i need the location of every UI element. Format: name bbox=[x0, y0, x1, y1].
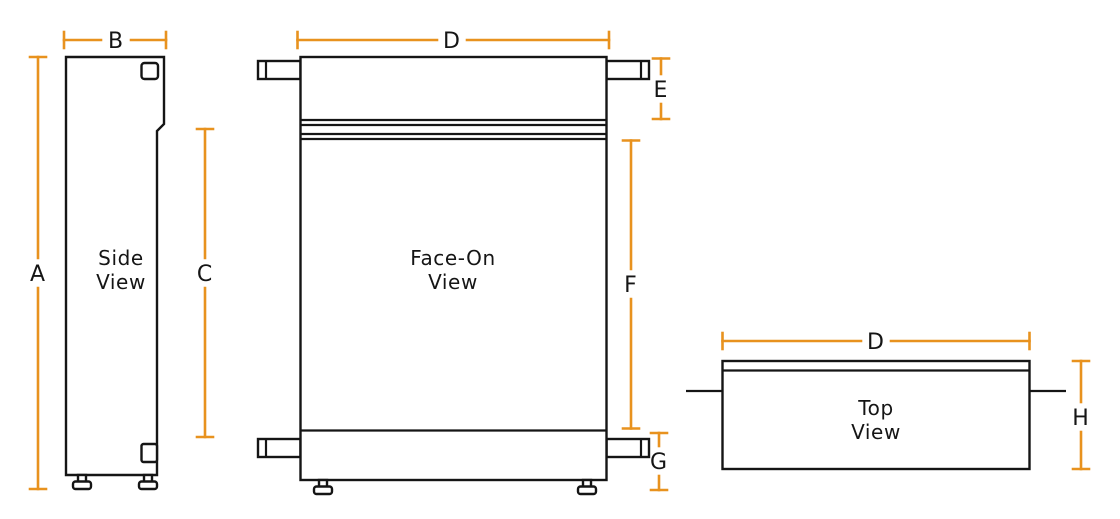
top-view-body bbox=[721, 359, 1031, 471]
dimension-label-c: C bbox=[197, 262, 213, 287]
top-view-title-line1: Top bbox=[857, 396, 894, 420]
dimension-label-d-face: D bbox=[443, 29, 461, 54]
dimension-label-a: A bbox=[30, 262, 46, 287]
side-view-drawing bbox=[64, 55, 166, 491]
face-on-view-title-line2: View bbox=[428, 270, 478, 294]
face-top-right-tab bbox=[605, 59, 651, 81]
dimension-label-f: F bbox=[624, 273, 638, 298]
dimension-label-d-top: D bbox=[867, 330, 885, 355]
face-bottom-left-tab bbox=[256, 437, 302, 459]
face-view-body bbox=[299, 55, 608, 482]
top-view: Top View D H bbox=[686, 330, 1091, 471]
dimension-h: H bbox=[1071, 359, 1091, 471]
dimension-label-h: H bbox=[1072, 406, 1090, 431]
dimension-c: C bbox=[195, 127, 215, 439]
face-top-left-tab bbox=[256, 59, 302, 81]
face-right-foot bbox=[576, 478, 598, 496]
dimension-label-b: B bbox=[108, 29, 124, 54]
face-left-foot bbox=[312, 478, 334, 496]
dimension-label-g: G bbox=[650, 450, 668, 475]
dimension-e: E bbox=[651, 57, 671, 121]
face-bottom-right-tab bbox=[605, 437, 651, 459]
side-view: Side View A B C bbox=[28, 29, 215, 491]
side-top-bracket-icon bbox=[140, 61, 160, 81]
face-on-view: Face-On View D E F bbox=[256, 29, 671, 496]
face-on-view-drawing bbox=[256, 55, 651, 496]
dimension-f: F bbox=[621, 139, 641, 430]
side-left-foot bbox=[71, 473, 93, 491]
top-view-title-line2: View bbox=[851, 420, 901, 444]
dimension-a: A bbox=[28, 55, 48, 491]
side-view-title-line1: Side bbox=[98, 246, 144, 270]
face-top-rails bbox=[300, 118, 607, 141]
dimension-b: B bbox=[62, 29, 168, 54]
dimension-d-top: D bbox=[721, 330, 1031, 355]
side-view-title-line2: View bbox=[96, 270, 146, 294]
side-bottom-bracket-icon bbox=[140, 442, 159, 464]
face-on-view-title-line1: Face-On bbox=[410, 246, 496, 270]
dimension-g: G bbox=[649, 431, 669, 492]
dimension-label-e: E bbox=[654, 78, 669, 103]
side-view-body bbox=[64, 55, 166, 477]
side-right-foot bbox=[137, 473, 159, 491]
top-view-drawing bbox=[686, 359, 1066, 471]
dimension-d-face: D bbox=[296, 29, 611, 54]
